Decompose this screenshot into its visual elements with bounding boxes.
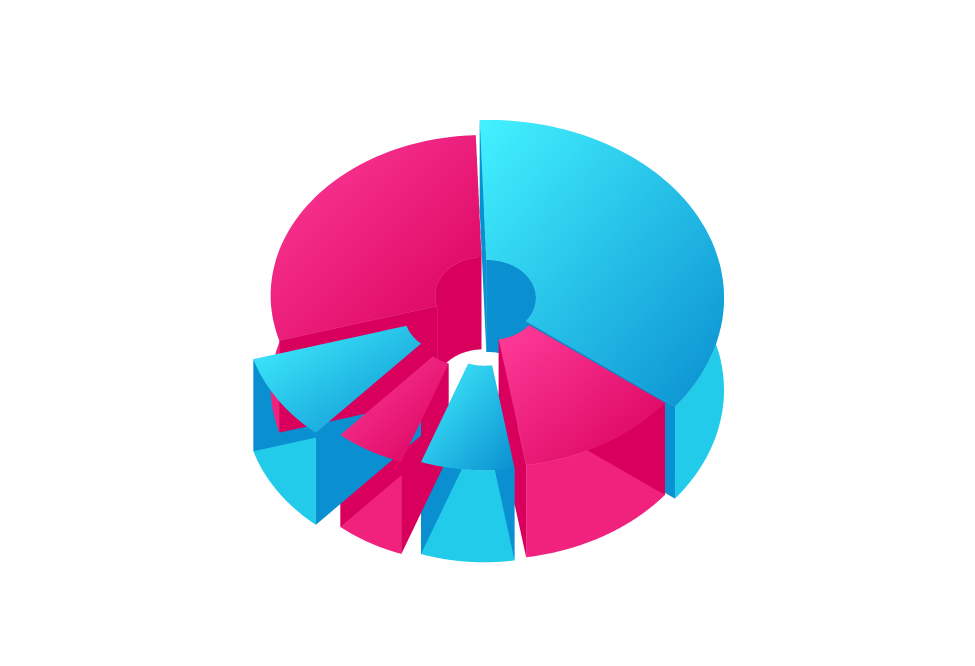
- slice-inner-wall-6: [435, 257, 482, 399]
- slice-6: [270, 135, 482, 341]
- slice-5: [253, 325, 421, 433]
- slice-3: [421, 363, 515, 471]
- slice-cut-face-1-1: [479, 120, 487, 353]
- slice-4: [340, 356, 449, 462]
- slice-1: [479, 120, 724, 407]
- slice-2: [498, 325, 665, 466]
- slice-tops: [253, 120, 724, 471]
